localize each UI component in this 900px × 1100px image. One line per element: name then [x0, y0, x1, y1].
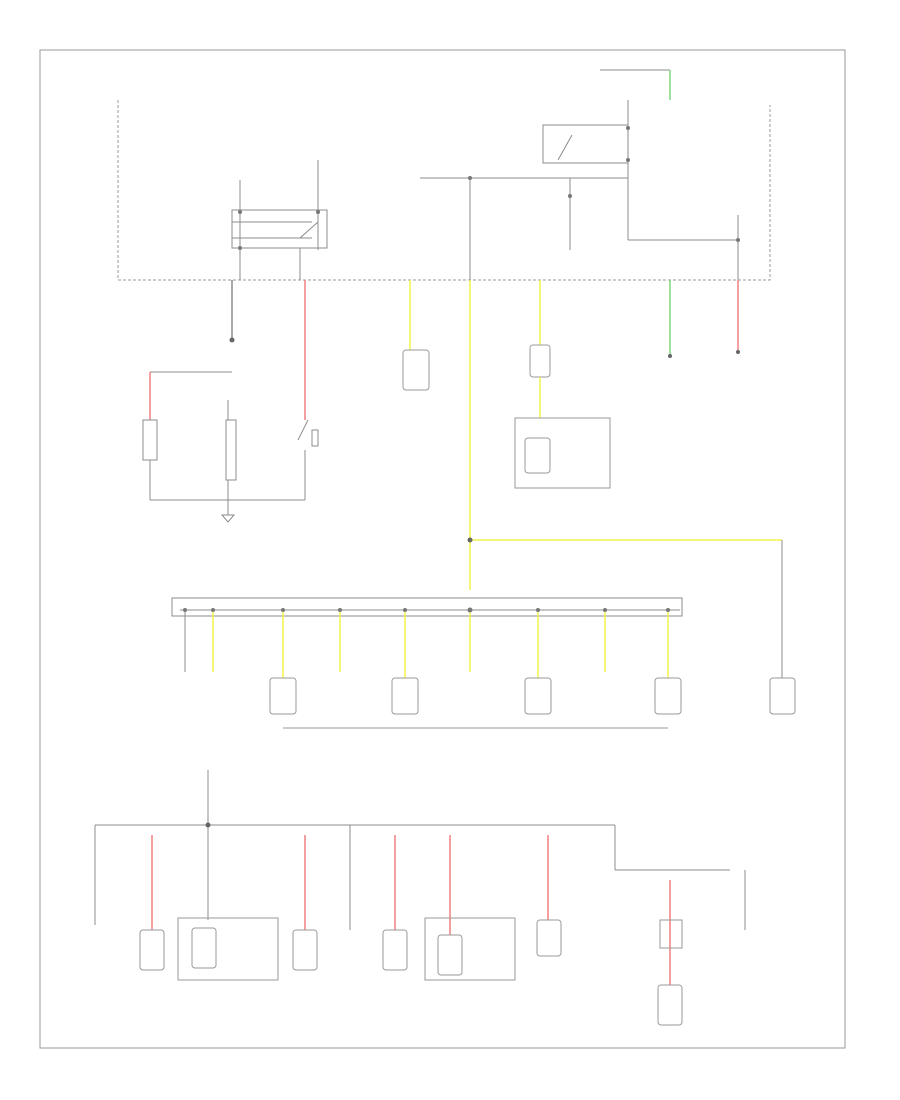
injector-bus — [171, 597, 683, 617]
box-outputs — [231, 280, 739, 590]
bottom-components — [139, 917, 683, 1026]
splice-dot — [467, 537, 473, 543]
center-bus — [420, 69, 739, 280]
center-components — [402, 344, 611, 489]
output-connectors — [229, 337, 740, 358]
page-frame — [39, 49, 846, 1049]
splice-branch — [470, 539, 783, 678]
injector-drops — [184, 610, 669, 678]
bottom-bus — [94, 770, 746, 930]
injectors — [269, 677, 682, 729]
right-relay-dots — [468, 126, 740, 242]
splice-load — [769, 677, 796, 715]
left-relay-dots — [238, 210, 320, 250]
bottom-bus-dot — [205, 822, 211, 828]
underhood-fuse-box — [117, 100, 771, 281]
bottom-red-drops — [151, 835, 671, 985]
left-subcircuit — [142, 371, 319, 523]
injector-bus-dots — [183, 607, 670, 613]
left-relay-group — [231, 160, 328, 280]
